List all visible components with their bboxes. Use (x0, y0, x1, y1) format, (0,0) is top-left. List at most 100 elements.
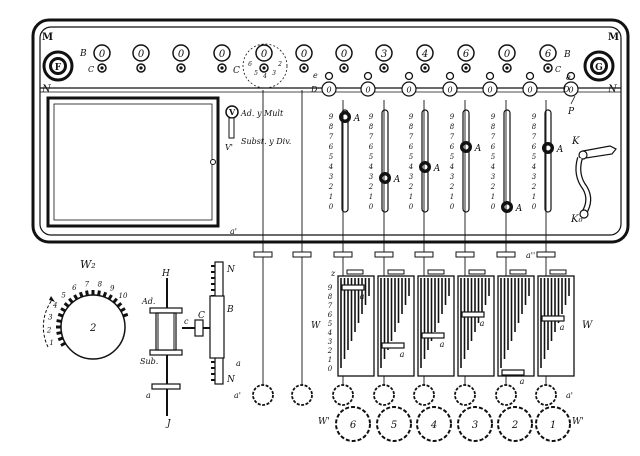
axle-label-j: J (165, 419, 172, 429)
setting-slot (341, 109, 349, 213)
small-dial-knob[interactable] (324, 71, 334, 81)
slot-digit: 6 (409, 143, 414, 151)
slot-digit: 4 (531, 163, 536, 171)
small-dial-knob[interactable] (485, 71, 495, 81)
gear-w2-label: W₂ (80, 258, 96, 271)
slider-label: A (474, 144, 482, 154)
rod-collar-lower (549, 269, 567, 275)
drum-band (461, 311, 485, 318)
counting-wheel-digit: 3 (472, 420, 478, 431)
edge-label-right: N (607, 84, 618, 95)
left-knob[interactable]: F (42, 50, 74, 82)
counting-wheel-digit: 2 (511, 420, 518, 431)
small-dial-knob[interactable] (445, 71, 455, 81)
gear-n (209, 261, 225, 385)
small-dial-knob[interactable] (566, 71, 576, 81)
result-dial-knob-center (302, 66, 306, 70)
counting-wheel (416, 406, 452, 442)
gear-tooth (116, 302, 123, 308)
right-knob[interactable]: G (583, 50, 615, 82)
slot-digit: 0 (369, 203, 374, 211)
slot-digit: 9 (491, 113, 496, 121)
gear-w2-digit: 4 (52, 301, 57, 309)
axle-label-h: H (161, 269, 170, 279)
drum-band (501, 369, 525, 376)
slider-label: A (515, 204, 523, 214)
corner-label-left: M (42, 32, 53, 43)
gear-tooth (60, 307, 67, 313)
small-dial-label-d-right: D (562, 85, 570, 94)
slot-digit: 2 (490, 183, 496, 191)
gear-tooth (97, 290, 101, 296)
slot-digit: 7 (491, 133, 496, 141)
counting-wheel (335, 406, 371, 442)
slot-digit: 8 (491, 123, 496, 131)
drum-small-label: a (560, 323, 565, 332)
result-dial (457, 44, 475, 62)
slot-digit: 6 (532, 143, 537, 151)
gear-tooth (112, 297, 118, 304)
setting-slot (503, 109, 511, 213)
drum-band (421, 332, 445, 339)
gear-w2-digit: 3 (48, 313, 53, 321)
result-dial-digit: 6 (463, 49, 470, 60)
pinion-label-w-prime-right: W' (572, 417, 584, 427)
drum-digit: 9 (328, 284, 333, 292)
drum-digit: 8 (328, 293, 333, 301)
slot-digit: 8 (409, 123, 414, 131)
slot-digit: 5 (329, 153, 334, 161)
small-dial-knob[interactable] (525, 71, 535, 81)
slot-digit: 5 (450, 153, 455, 161)
gear-w2-digit: 9 (110, 284, 115, 292)
result-dial (539, 44, 557, 62)
gear-tooth (60, 341, 67, 347)
small-dial-knob[interactable] (404, 71, 414, 81)
crank[interactable] (575, 145, 617, 219)
drum-band (381, 342, 405, 349)
slider-knob-center (342, 114, 348, 120)
slot-digit: 5 (532, 153, 537, 161)
slot-digit: 1 (491, 193, 495, 201)
drum-band (541, 315, 565, 322)
slot-digit: 4 (490, 163, 495, 171)
mode-switch[interactable]: V V' (225, 105, 239, 152)
slot-digit: 1 (532, 193, 536, 201)
rod-collar-lower (468, 269, 486, 275)
slider-knob-center (382, 175, 388, 181)
slot-digit: 5 (409, 153, 414, 161)
drum-digit: 7 (328, 302, 333, 310)
result-dial (375, 44, 393, 62)
slider-label: A (433, 164, 441, 174)
display-window (46, 96, 220, 228)
counting-wheel (457, 406, 493, 442)
gear-tooth (122, 312, 129, 318)
slot-digit: 3 (369, 173, 374, 181)
drum-digit: 1 (328, 356, 332, 364)
slot-digit: 3 (450, 173, 455, 181)
axle-label-C: C (198, 311, 205, 321)
result-dial (295, 44, 313, 62)
gear-tooth (63, 302, 70, 308)
gear-tooth (102, 291, 108, 298)
rod-collar (333, 251, 353, 258)
slot-digit: 0 (329, 203, 334, 211)
small-dial-knob[interactable] (363, 71, 373, 81)
slot-digit: 5 (491, 153, 496, 161)
gear-n-label: N (226, 265, 236, 275)
axle-assembly (149, 278, 210, 416)
rod-collar (536, 251, 556, 258)
drum-digit: 6 (328, 311, 333, 319)
slot-digit: 7 (450, 133, 455, 141)
slot-digit: 4 (449, 163, 454, 171)
result-dial-knob-center (100, 66, 104, 70)
result-dial-digit: 0 (138, 49, 145, 60)
drum-digit: 4 (327, 329, 332, 337)
pinion (413, 384, 435, 406)
mode-switch-letter-alt: V' (225, 143, 233, 152)
small-dial-digit: 0 (447, 86, 452, 95)
drum-digit: 5 (328, 320, 333, 328)
carry-digit: 6 (248, 61, 252, 68)
